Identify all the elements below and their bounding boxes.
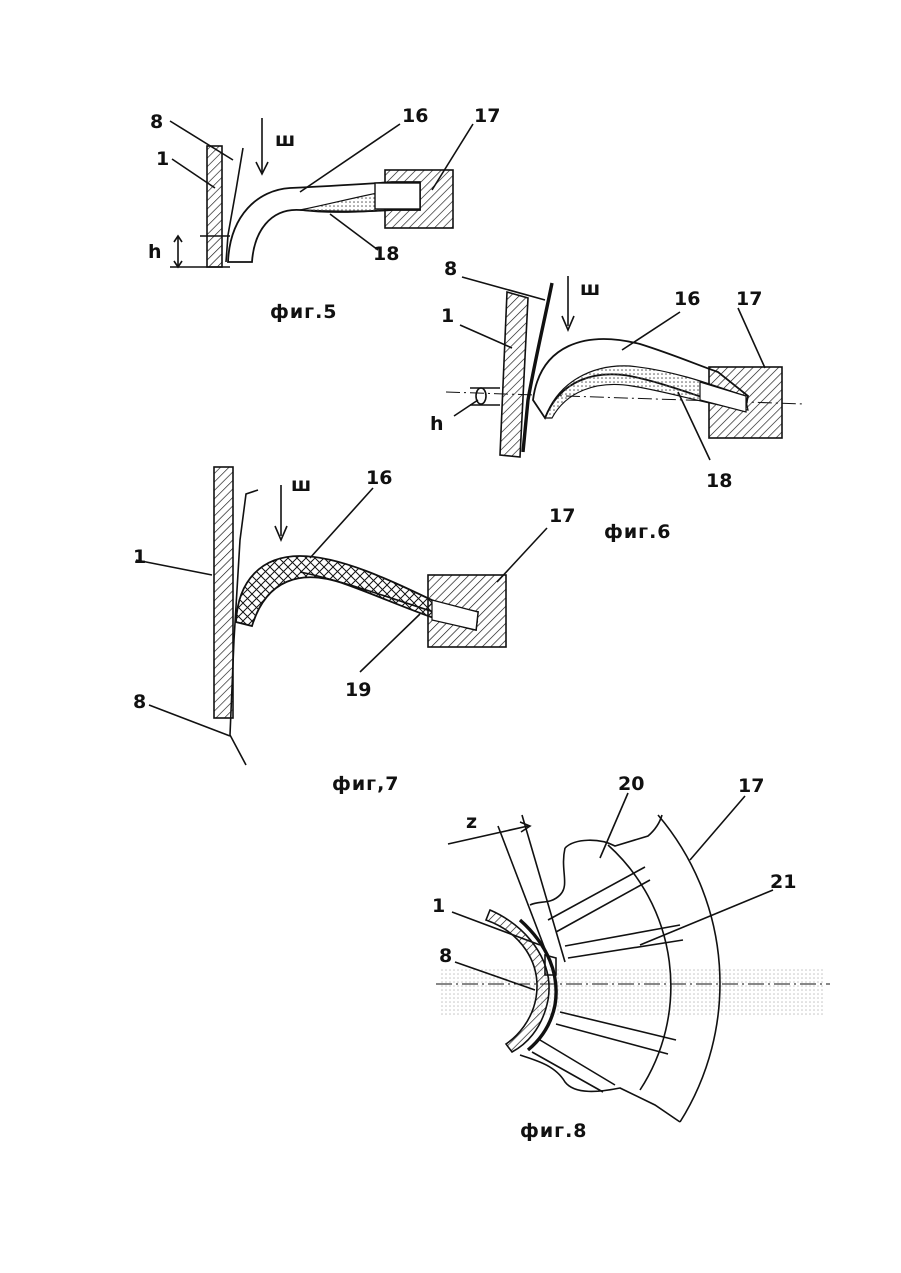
h-marker xyxy=(476,388,486,404)
slot-1a xyxy=(548,867,645,920)
label-16: 16 xyxy=(674,288,700,310)
slot-3b xyxy=(556,1024,668,1054)
slot-3a xyxy=(560,1012,676,1040)
wall-1 xyxy=(214,467,233,718)
label-1: 1 xyxy=(156,148,169,170)
leader-8 xyxy=(462,277,545,300)
label-8: 8 xyxy=(133,691,146,713)
label-16: 16 xyxy=(366,467,392,489)
caption-fig6: фиг.6 xyxy=(604,521,672,543)
strip-8 xyxy=(230,490,258,765)
label-18: 18 xyxy=(706,470,732,492)
label-16: 16 xyxy=(402,105,428,127)
label-1: 1 xyxy=(432,895,445,917)
label-8: 8 xyxy=(439,945,452,967)
z-dimension xyxy=(448,826,528,844)
figure-7: 1 8 ш 16 17 19 фиг,7 xyxy=(133,467,575,795)
label-17: 17 xyxy=(738,775,764,797)
left-notch-top xyxy=(530,848,565,905)
label-17: 17 xyxy=(736,288,762,310)
leader-16 xyxy=(622,312,680,350)
label-h: h xyxy=(148,241,162,263)
slot-1b xyxy=(556,880,650,932)
leader-1 xyxy=(136,560,212,575)
top-edge xyxy=(565,815,662,848)
wall-1 xyxy=(207,146,222,267)
figure-8: z 20 17 21 1 8 фиг.8 xyxy=(432,773,830,1142)
leader-16 xyxy=(310,488,373,558)
leader-19 xyxy=(360,614,420,672)
label-18: 18 xyxy=(373,243,399,265)
leader-20 xyxy=(600,793,628,858)
label-1: 1 xyxy=(441,305,454,327)
leader-17 xyxy=(690,796,745,860)
caption-fig8: фиг.8 xyxy=(520,1120,588,1142)
label-17: 17 xyxy=(474,105,500,127)
figure-6: 8 1 h ш 16 17 18 фиг.6 xyxy=(430,258,805,543)
label-8: 8 xyxy=(150,111,163,133)
caption-fig5: фиг.5 xyxy=(270,301,338,323)
leader-21 xyxy=(640,890,773,945)
leader-1 xyxy=(460,325,512,348)
shank xyxy=(375,183,420,209)
label-21: 21 xyxy=(770,871,796,893)
caption-fig7: фиг,7 xyxy=(332,773,400,795)
leader-17 xyxy=(738,308,765,368)
shaded-band xyxy=(440,968,825,1016)
leader-17 xyxy=(497,528,547,582)
label-w: ш xyxy=(275,129,295,151)
label-h: h xyxy=(430,413,444,435)
label-1: 1 xyxy=(133,546,146,568)
leader-18 xyxy=(330,214,378,250)
figure-5: 8 1 h ш 16 17 18 фиг.5 xyxy=(148,105,500,323)
label-17: 17 xyxy=(549,505,575,527)
leader-8 xyxy=(170,121,233,160)
label-8: 8 xyxy=(444,258,457,280)
leader-h xyxy=(454,400,478,416)
label-20: 20 xyxy=(618,773,644,795)
label-w: ш xyxy=(291,474,311,496)
label-w: ш xyxy=(580,278,600,300)
bottom-edge xyxy=(520,1055,680,1122)
label-19: 19 xyxy=(345,679,371,701)
label-z: z xyxy=(466,811,477,833)
